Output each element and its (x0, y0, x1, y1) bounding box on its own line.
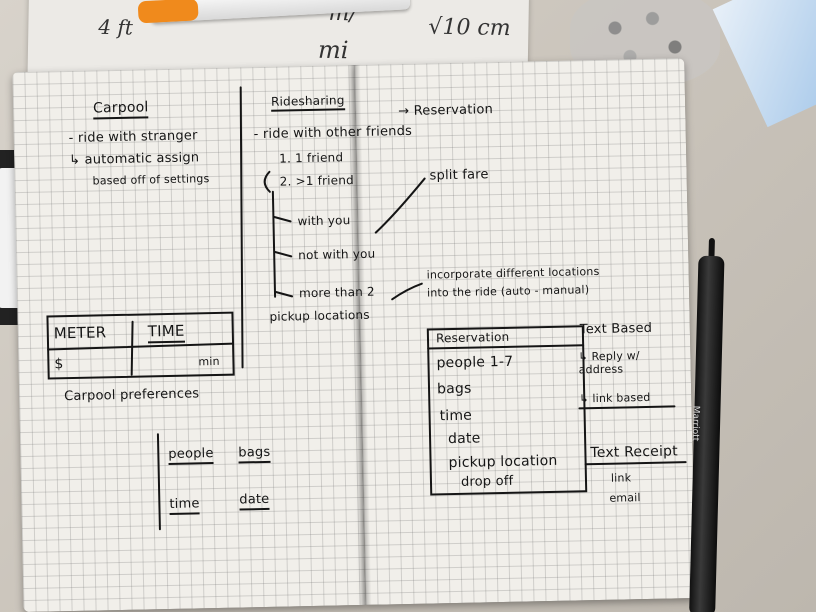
grid-notebook: Carpool - ride with stranger ↳ automatic… (12, 58, 703, 612)
marker-body: Marriott (689, 255, 725, 612)
split-fare-arrow (374, 177, 426, 234)
math-4ft: 4 ft (98, 14, 134, 40)
pickup-locations: pickup locations (269, 307, 370, 324)
dollar-sign: $ (54, 356, 64, 373)
text-receipt: Text Receipt (590, 443, 679, 462)
pref-time: time (169, 496, 200, 515)
divider-line (239, 86, 244, 369)
pen-cap (137, 0, 199, 24)
form-time: time (439, 407, 473, 425)
meter-time-divider (130, 320, 134, 376)
pref-date: date (239, 491, 270, 511)
math-mi: mi (317, 35, 349, 65)
carpool-bullet-1: - ride with stranger (68, 128, 198, 147)
receipt-email: email (609, 491, 641, 505)
form-people: people 1-7 (436, 353, 514, 372)
form-pickup: pickup location (448, 452, 558, 472)
form-title: Reservation (435, 329, 510, 346)
form-header-line (427, 344, 585, 350)
carpool-bullet-2: ↳ automatic assign (69, 150, 200, 169)
branch-arrows (271, 190, 294, 298)
more-than-2: more than 2 (298, 284, 375, 301)
one-friend: 1. 1 friend (279, 150, 344, 166)
form-dropoff: drop off (460, 473, 514, 490)
bracket-arrow (263, 170, 271, 193)
link-based: ↳ link based (579, 390, 651, 406)
carpool-title: Carpool (92, 99, 149, 120)
carpool-bullet-3: based off of settings (92, 172, 210, 188)
ink-strokes (46, 86, 687, 531)
pref-people: people (168, 446, 214, 465)
meter-time-underline (47, 342, 235, 351)
pref-divider (156, 433, 161, 531)
blue-box (712, 0, 816, 128)
min-label: min (198, 354, 220, 369)
time-label: TIME (147, 321, 185, 344)
with-you: with you (297, 213, 351, 229)
marker-brand: Marriott (689, 405, 701, 442)
receipt-link: link (610, 471, 632, 485)
reservation-arrow: → Reservation (398, 102, 494, 120)
split-fare: split fare (429, 167, 489, 184)
ridesharing-title: Ridesharing (270, 93, 345, 112)
carpool-preferences: Carpool preferences (63, 386, 200, 405)
text-based-underline (578, 405, 676, 410)
pref-bags: bags (238, 444, 271, 464)
text-based: Text Based (579, 320, 653, 338)
not-with-you: not with you (298, 246, 376, 263)
form-bags: bags (436, 380, 472, 398)
reply-address: ↳ Reply w/ address (578, 349, 640, 377)
receipt-underline (584, 461, 687, 466)
form-date: date (447, 430, 481, 448)
meter-label: METER (53, 323, 107, 343)
more-friends: 2. >1 friend (279, 173, 355, 189)
incorporate-arrow (391, 282, 423, 301)
math-sqrt: √10 cm (428, 14, 511, 42)
